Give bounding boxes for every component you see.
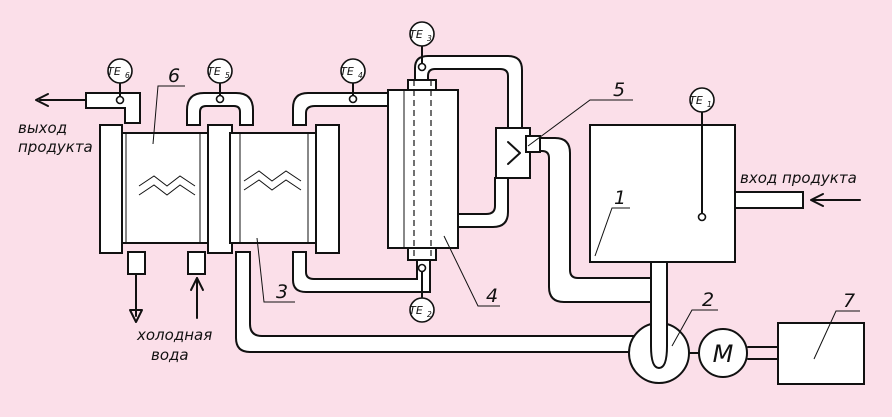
hx6-plate-left: [99, 124, 123, 254]
cold-water-label-line2: вода: [151, 346, 189, 364]
hx3-zigzag-a: [243, 170, 302, 182]
hx6-zigzag-a: [138, 175, 196, 187]
te3-sub: 3: [427, 34, 432, 43]
pipe-product-outlet: [85, 92, 141, 124]
pipe-cold-water-out: [127, 251, 146, 275]
control-box-7: [777, 322, 865, 385]
motor-label: М: [713, 340, 734, 368]
te4-dot: [348, 94, 358, 104]
te5-bubble: [207, 58, 233, 84]
te3-label: TE: [409, 28, 423, 41]
text-labels: выход продукта вход продукта холодная во…: [18, 119, 857, 364]
leader-2: [671, 309, 718, 347]
te5-sub: 5: [225, 71, 230, 80]
te6-label: TE: [107, 65, 121, 78]
te3-bubble: [409, 21, 435, 47]
te6-bubble: [107, 58, 133, 84]
te1-label: TE: [689, 94, 703, 107]
te2-label: TE: [409, 304, 423, 317]
motor: М: [698, 328, 748, 378]
pipe-valve-to-heater: [457, 177, 509, 228]
leader-5: [527, 99, 633, 147]
pump-inner-loop: [650, 320, 668, 370]
sensor-te2: TE 2: [409, 297, 435, 323]
pipe-te4: [292, 92, 389, 126]
number-1: 1: [614, 187, 626, 209]
te1-bubble: [689, 87, 715, 113]
te6-dot: [115, 95, 125, 105]
component-numbers: 1 2 3 4 5 6 7: [168, 65, 855, 312]
tank-1: [589, 111, 736, 263]
te2-sub: 2: [427, 310, 432, 319]
number-4: 4: [486, 285, 498, 307]
valve-body: [495, 127, 531, 179]
leader-6: [152, 85, 185, 145]
te5-label: TE: [207, 65, 221, 78]
pipe-u-te5: [186, 92, 254, 126]
te4-bubble: [340, 58, 366, 84]
leader-7: [813, 310, 860, 360]
heat-exchanger-6: [99, 124, 233, 254]
product-out-arrowhead: [35, 93, 49, 107]
pipe-product-inlet: [734, 191, 804, 209]
number-2: 2: [702, 289, 714, 311]
cold-water-label-line1: холодная: [136, 326, 212, 344]
heat-exchanger-3: [229, 124, 340, 254]
te4-sub: 4: [358, 71, 363, 80]
hx3-plate-right: [315, 124, 340, 254]
cold-water-out-arrowhead: [129, 309, 143, 323]
te2-dot: [417, 263, 427, 273]
flow-arrows: [35, 93, 861, 323]
motor-body: [698, 328, 748, 378]
product-out-label-line2: продукта: [18, 138, 93, 156]
leader-4: [443, 235, 500, 307]
heater-body: [387, 89, 459, 249]
sensor-te6: TE 6: [107, 58, 133, 84]
hx6-plate-right: [207, 124, 233, 254]
cold-water-in-arrowhead: [190, 277, 204, 291]
te3-dot: [417, 62, 427, 72]
hx6-body: [117, 132, 213, 244]
sensor-te3: TE 3: [409, 21, 435, 47]
te1-probe-tip: [697, 212, 707, 222]
number-6: 6: [168, 65, 180, 87]
number-3: 3: [276, 281, 288, 303]
te2-bubble: [409, 297, 435, 323]
sensor-te5: TE 5: [207, 58, 233, 84]
valve-5: [495, 127, 541, 179]
leader-lines: [152, 85, 860, 360]
pump-2: [628, 320, 690, 384]
hx3-zigzag-b: [243, 179, 302, 191]
product-in-arrowhead: [810, 193, 824, 207]
hx6-zigzag-b: [138, 184, 196, 196]
te5-dot: [215, 94, 225, 104]
number-5: 5: [613, 79, 625, 101]
te4-label: TE: [340, 65, 354, 78]
te6-sub: 6: [125, 71, 130, 80]
heater-bottom-cap: [407, 247, 437, 261]
number-7: 7: [843, 290, 855, 312]
product-in-label: вход продукта: [740, 169, 857, 187]
product-out-label-line1: выход: [18, 119, 67, 137]
tank-body: [589, 124, 736, 263]
valve-chevron: [507, 141, 521, 165]
sensor-te4: TE 4: [340, 58, 366, 84]
leader-1: [594, 207, 630, 257]
sensor-stems: [115, 45, 427, 298]
leader-3: [256, 237, 295, 303]
sensor-te1: TE 1: [689, 87, 715, 113]
heater-4: [387, 79, 459, 261]
te1-sub: 1: [707, 100, 712, 109]
pipe-cold-water-in: [187, 251, 206, 275]
